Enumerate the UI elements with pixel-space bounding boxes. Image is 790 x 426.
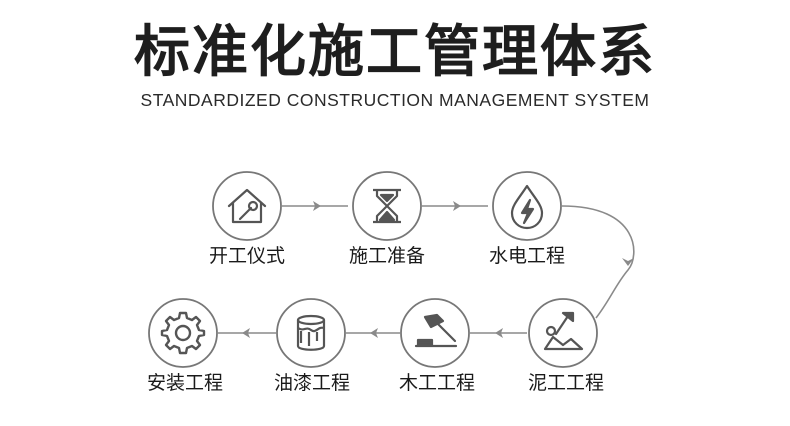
gear-icon xyxy=(160,311,206,355)
step-4-label: 泥工工程 xyxy=(527,372,604,394)
paint-bucket-icon xyxy=(296,314,326,351)
step-2-node xyxy=(352,171,422,241)
step-3-node xyxy=(492,171,562,241)
step-6-node xyxy=(276,298,346,368)
connector-5-6 xyxy=(346,328,400,338)
step-3-label: 水电工程 xyxy=(488,245,565,267)
step-1-node xyxy=(212,171,282,241)
connector-6-7 xyxy=(218,328,276,338)
trowel-icon xyxy=(543,311,584,351)
step-6-label: 油漆工程 xyxy=(273,372,350,394)
house-wrench-icon xyxy=(227,188,267,224)
connector-2-3 xyxy=(422,201,488,211)
connector-1-2 xyxy=(282,201,348,211)
step-5-label: 木工工程 xyxy=(398,372,475,394)
hourglass-icon xyxy=(373,188,401,224)
hammer-icon xyxy=(414,313,458,348)
connector-4-5 xyxy=(470,328,527,338)
page-title: 标准化施工管理体系 xyxy=(134,20,656,85)
step-7-label: 安装工程 xyxy=(146,372,223,394)
step-7-node xyxy=(148,298,218,368)
water-drop-lightning-icon xyxy=(510,184,544,230)
connector-3-4 xyxy=(561,205,635,319)
step-5-node xyxy=(400,298,470,368)
page-subtitle: STANDARDIZED CONSTRUCTION MANAGEMENT SYS… xyxy=(140,90,650,110)
step-1-label: 开工仪式 xyxy=(208,245,285,267)
step-2-label: 施工准备 xyxy=(348,245,425,267)
step-4-node xyxy=(528,298,598,368)
